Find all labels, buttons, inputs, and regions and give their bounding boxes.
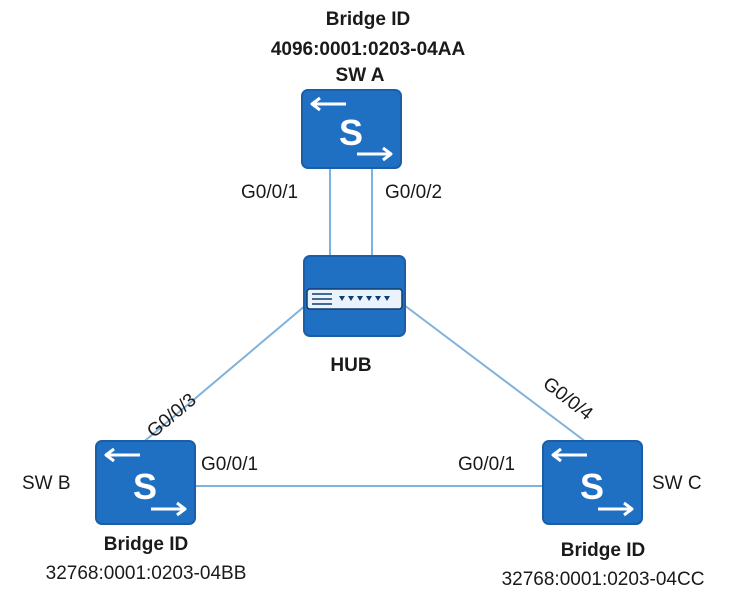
switch-b-bridge-id-label: Bridge ID [103, 534, 189, 555]
hub-node[interactable] [303, 255, 406, 337]
switch-c-bridge-id-label: Bridge ID [560, 540, 646, 561]
switch-c-bridge-id-value: 32768:0001:0203-04CC [501, 569, 705, 590]
hub-name: HUB [330, 355, 372, 376]
link-hub-swb [139, 304, 307, 446]
svg-text:S: S [339, 112, 363, 153]
switch-b-node[interactable]: S [95, 440, 196, 525]
switch-c-port-g0-0-1: G0/0/1 [458, 454, 516, 475]
switch-a-bridge-id-label: Bridge ID [325, 9, 411, 30]
link-hub-swc [403, 304, 591, 446]
switch-icon: S [310, 96, 393, 162]
switch-a-node[interactable]: S [301, 89, 402, 169]
switch-b-port-g0-0-1: G0/0/1 [201, 454, 259, 475]
switch-a-body [301, 89, 402, 169]
switch-c-node[interactable]: S [542, 440, 643, 525]
switch-b-bridge-id-value: 32768:0001:0203-04BB [45, 563, 247, 584]
svg-text:S: S [133, 466, 157, 507]
switch-a-bridge-id-value: 4096:0001:0203-04AA [270, 39, 466, 60]
switch-b-body [95, 440, 196, 525]
switch-c-name: SW C [652, 473, 702, 494]
switch-icon: S [551, 447, 634, 517]
switch-a-name: SW A [335, 65, 385, 86]
switch-icon: S [104, 447, 187, 517]
switch-b-name: SW B [22, 473, 71, 494]
svg-text:S: S [580, 466, 604, 507]
switch-c-body [542, 440, 643, 525]
switch-a-port-g0-0-1: G0/0/1 [241, 182, 299, 203]
hub-icon [306, 288, 403, 310]
switch-a-port-g0-0-2: G0/0/2 [385, 182, 443, 203]
